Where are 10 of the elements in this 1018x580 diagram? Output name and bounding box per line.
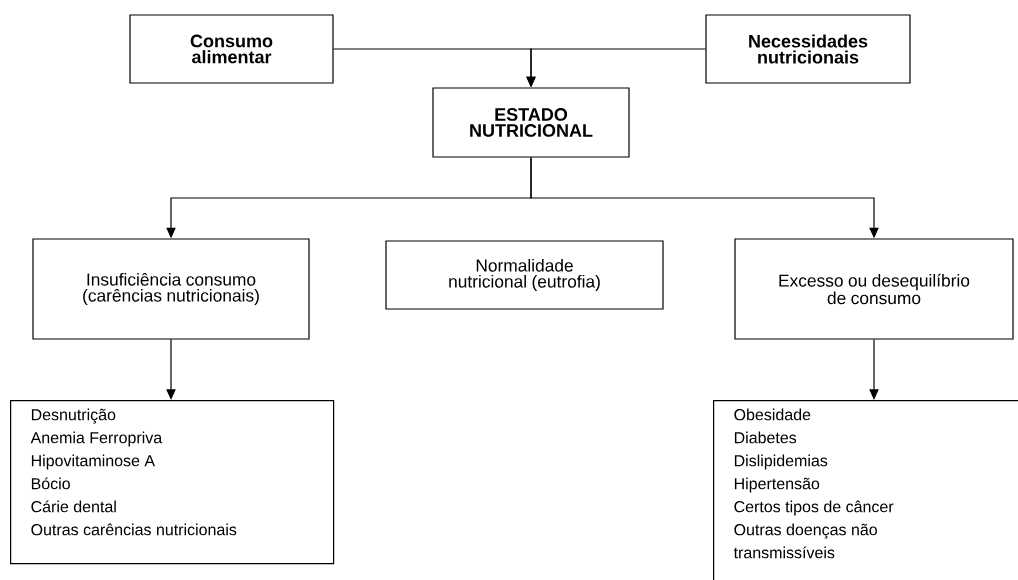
list-box: Obesidade Diabetes Dislipidemias Hipertensão Certos tipos de câncer Outras doenças não transmissíveis [713, 400, 1018, 580]
list-box: Desnutrição Anemia Ferropriva Hipovitaminose A Bócio Cárie dental Outras carências nutricionais [10, 400, 335, 565]
concept-box: ESTADO NUTRICIONAL [432, 87, 630, 158]
category-box: Insuficiência consumo (carências nutricionais) [32, 238, 310, 340]
concept-box: Necessidades nutricionais [705, 14, 911, 84]
arrow [166, 339, 176, 400]
category-box: Normalidade nutricional (eutrofia) [385, 240, 664, 310]
arrow [869, 339, 879, 400]
concept-box: Consumo alimentar [129, 14, 334, 84]
category-box: Excesso ou desequilíbrio de consumo [734, 238, 1014, 340]
